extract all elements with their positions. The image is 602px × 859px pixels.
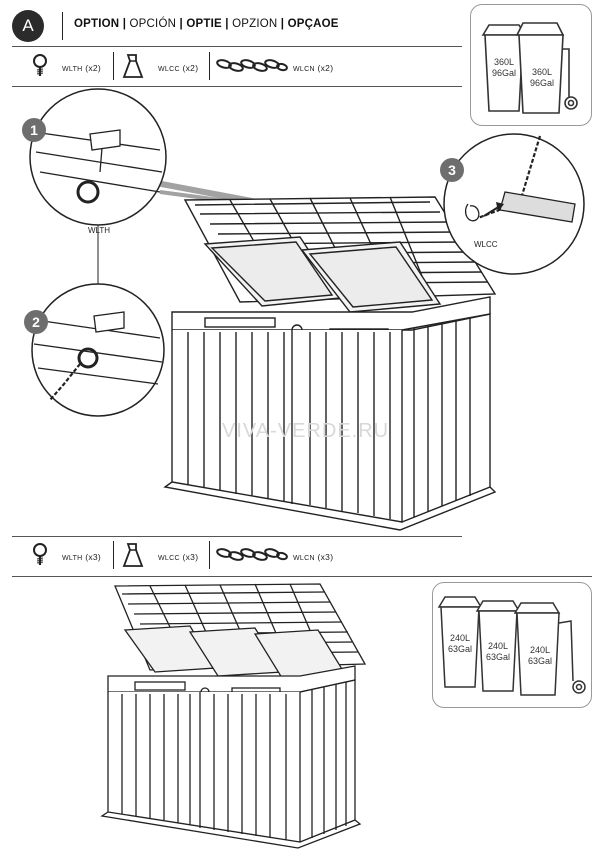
bin-gallons: 63Gal	[485, 652, 511, 662]
part-label-wlcn: WLCN (x2)	[293, 63, 333, 73]
title-en: OPTION	[74, 18, 120, 30]
parts-divider	[113, 541, 114, 569]
part-wlth-bottom	[28, 541, 54, 572]
part-wlcc-top	[120, 51, 146, 86]
part-code: WLTH	[62, 555, 83, 562]
part-qty: (x2)	[85, 63, 102, 73]
chain-icon	[216, 548, 288, 561]
part-code: WLCC	[158, 555, 180, 562]
title-pt: OPÇAOE	[287, 18, 339, 30]
section-letter: A	[22, 16, 34, 35]
part-wlcn-bottom	[216, 545, 288, 570]
header-rule	[12, 46, 462, 47]
part-label-wlcc: WLCC (x3)	[158, 552, 198, 562]
bins-box-top: 360L 96Gal 360L 96Gal	[470, 4, 592, 126]
callout-circle-3	[443, 133, 585, 275]
title-sep: |	[280, 18, 285, 30]
option-title: OPTION | OPCIÓN | OPTIE | OPZION | OPÇAO…	[74, 18, 339, 30]
section-badge: A	[12, 10, 44, 42]
parts-divider	[113, 52, 114, 80]
part-code: WLTH	[62, 66, 83, 73]
part-label-wlcc: WLCC (x2)	[158, 63, 198, 73]
wheelie-bin-icon	[437, 596, 586, 696]
step-number: 1	[30, 122, 38, 138]
bin-litres: 240L	[487, 641, 509, 651]
bin-capacity: 240L 63Gal	[525, 645, 555, 667]
part-wlcn-top	[216, 56, 288, 81]
parts-divider	[209, 52, 210, 80]
title-es: OPCIÓN	[129, 18, 177, 30]
part-label-wlth: WLTH (x3)	[62, 552, 101, 562]
bin-litres: 360L	[493, 57, 515, 67]
parts-rule-top	[12, 86, 462, 87]
callout-circle-2	[31, 283, 165, 417]
callout-circle-1	[29, 88, 167, 226]
bins-box-bottom: 240L 63Gal 240L 63Gal 240L 63Gal	[432, 582, 592, 708]
storage-shed-illustration-top	[29, 88, 585, 531]
bin-gallons: 63Gal	[447, 644, 473, 654]
bin-litres: 240L	[449, 633, 471, 643]
parts-divider	[209, 541, 210, 569]
title-sep: |	[179, 18, 183, 30]
part-qty: (x2)	[317, 63, 334, 73]
part-qty: (x3)	[182, 552, 199, 562]
part-wlcc-bottom	[120, 540, 146, 575]
part-label-wlcn: WLCN (x3)	[293, 552, 333, 562]
bin-gallons: 63Gal	[527, 656, 553, 666]
eye-hook-icon	[33, 54, 47, 76]
step-number: 2	[32, 314, 40, 330]
callout-label-wlcc: WLCC	[474, 240, 498, 249]
title-sep: |	[225, 18, 229, 30]
wheelie-bin-icon	[481, 22, 578, 114]
part-qty: (x2)	[182, 63, 199, 73]
storage-shed-illustration-bottom	[100, 583, 367, 849]
header-divider	[62, 12, 63, 40]
bin-capacity: 240L 63Gal	[483, 641, 513, 663]
bin-capacity: 360L 96Gal	[491, 57, 517, 79]
part-code: WLCN	[293, 66, 315, 73]
callout-label-wlth: WLTH	[88, 226, 110, 235]
part-code: WLCC	[158, 66, 180, 73]
step-number: 3	[448, 162, 456, 178]
part-qty: (x3)	[85, 552, 102, 562]
title-sep: |	[122, 18, 127, 30]
parts-rule-bottom	[12, 576, 592, 577]
part-qty: (x3)	[317, 552, 334, 562]
part-label-wlth: WLTH (x2)	[62, 63, 101, 73]
step-badge-1: 1	[22, 118, 46, 142]
bin-litres: 360L	[531, 67, 553, 77]
callout-part-code: WLTH	[88, 226, 111, 235]
chain-clip-icon	[122, 543, 144, 567]
bin-gallons: 96Gal	[491, 68, 517, 78]
bin-gallons: 96Gal	[529, 78, 555, 88]
title-nl: OPTIE	[186, 18, 222, 30]
watermark: VIVA-VERDE.RU	[222, 420, 390, 442]
chain-clip-icon	[122, 54, 144, 78]
parts-rule-bottom-top	[12, 536, 462, 537]
part-code: WLCN	[293, 555, 315, 562]
chain-icon	[216, 59, 288, 72]
bin-litres: 240L	[529, 645, 551, 655]
part-wlth-top	[28, 52, 54, 83]
callout-part-code: WLCC	[474, 240, 498, 249]
bin-capacity: 240L 63Gal	[445, 633, 475, 655]
eye-hook-icon	[33, 543, 47, 565]
bin-capacity: 360L 96Gal	[527, 67, 557, 89]
title-it: OPZION	[232, 18, 278, 30]
step-badge-3: 3	[440, 158, 464, 182]
step-badge-2: 2	[24, 310, 48, 334]
